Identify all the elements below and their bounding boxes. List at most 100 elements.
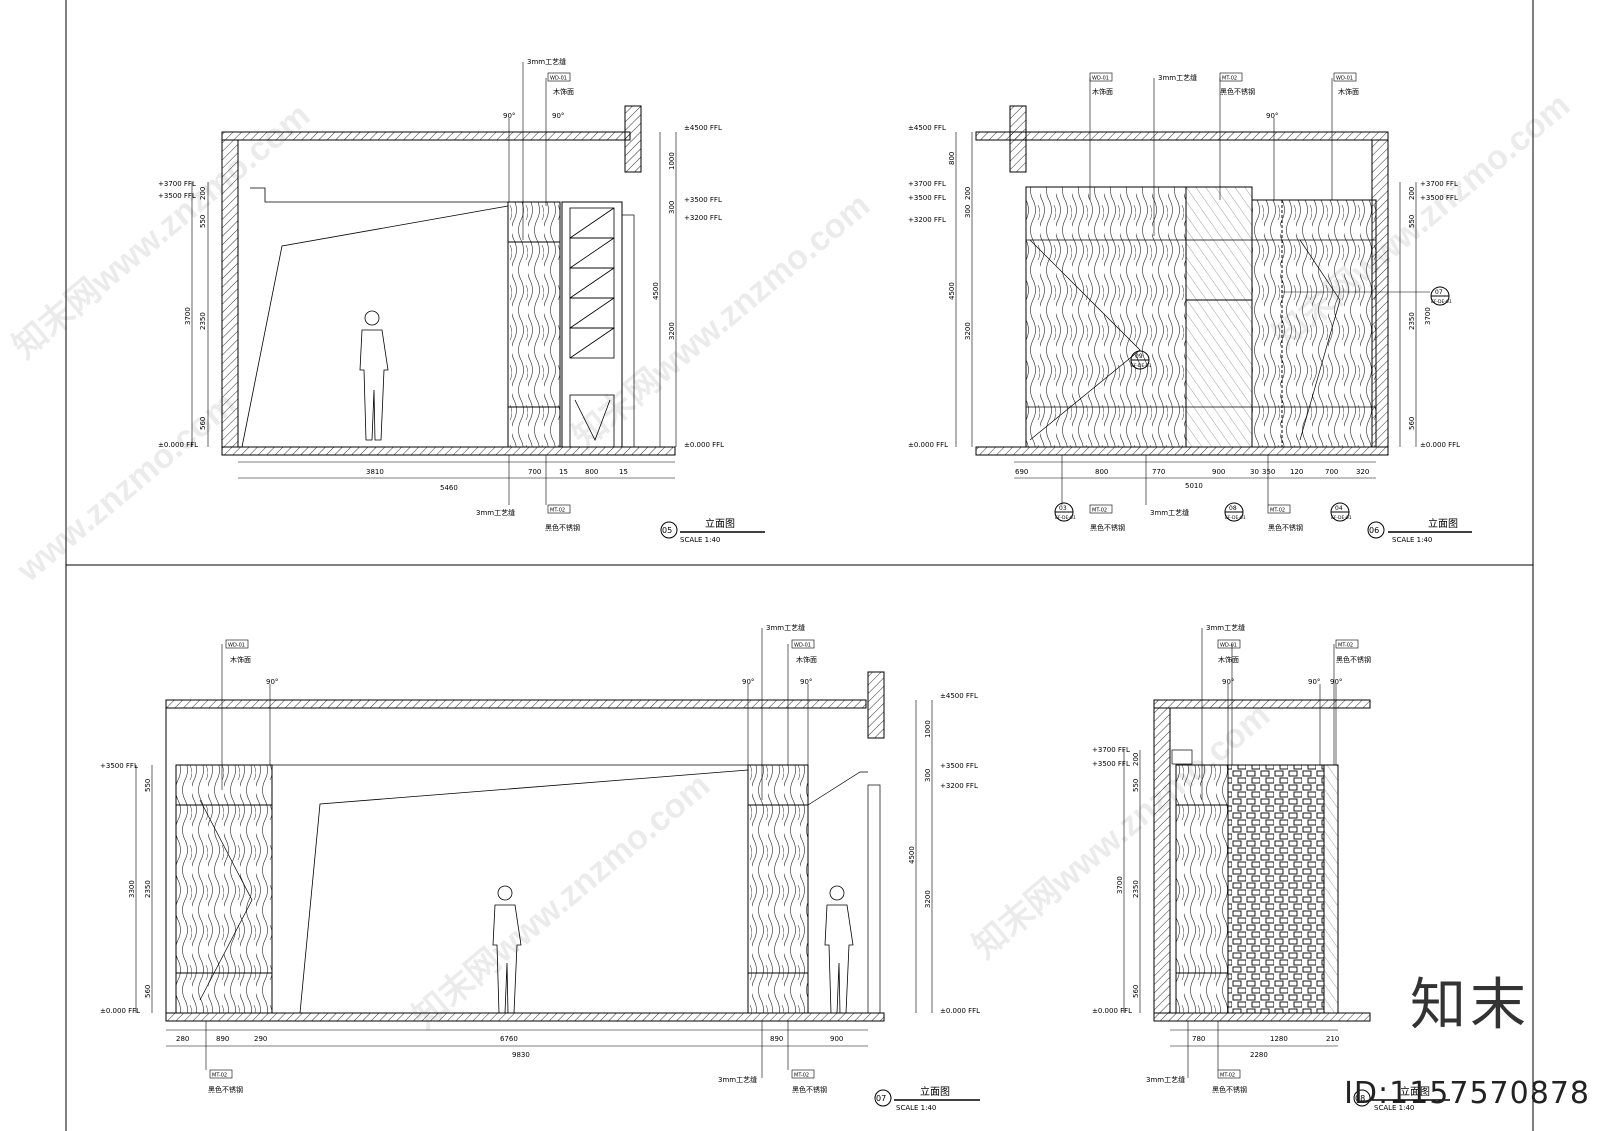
material-tag: 黑色不锈钢 <box>1336 655 1371 664</box>
material-tag: 3mm工艺缝 <box>476 508 515 517</box>
drawing-title: 立面图 <box>920 1085 950 1098</box>
dim-left: 3700 <box>184 307 192 325</box>
dim-right: 1000 <box>924 720 932 738</box>
ceiling-slab <box>221 131 631 141</box>
dim-left: 2350 <box>199 312 207 330</box>
section-mark-num: 09 <box>1135 353 1143 360</box>
material-code: WD-01 <box>794 643 811 649</box>
section-mark-num: 03 <box>1059 505 1067 512</box>
sheet-frame <box>65 0 1534 1131</box>
angle-label: 90° <box>1222 678 1234 686</box>
dim-bottom: 210 <box>1326 1035 1339 1043</box>
material-code: MT-02 <box>1222 76 1237 82</box>
section-mark <box>1130 350 1150 370</box>
material-tag: 木饰面 <box>1338 87 1359 96</box>
dim-right: 2350 <box>1408 312 1416 330</box>
level-label: +3500 FFL <box>158 192 196 200</box>
material-code: WD-01 <box>1092 76 1109 82</box>
level-label: +3700 FFL <box>158 180 196 188</box>
dim-left: 4500 <box>948 282 956 300</box>
dim-total: 2280 <box>1250 1051 1268 1059</box>
dim-bottom: 780 <box>1192 1035 1205 1043</box>
level-label: +3500 FFL <box>908 194 946 202</box>
level-label: ±0.000 FFL <box>940 1007 980 1015</box>
material-code: WD-01 <box>1220 643 1237 649</box>
angle-label: 90° <box>1266 112 1278 120</box>
shelves <box>569 207 615 448</box>
dim-right: 4500 <box>908 846 916 864</box>
material-tag: 3mm工艺缝 <box>1158 73 1197 82</box>
ceiling-slab <box>165 699 867 709</box>
wood-panel-left <box>175 764 273 1014</box>
material-tag: 黑色不锈钢 <box>1090 523 1125 532</box>
level-label: +3500 FFL <box>1092 760 1130 768</box>
dim-left: 800 <box>948 152 956 165</box>
material-tag: 黑色不锈钢 <box>545 523 580 532</box>
dim-left: 560 <box>144 985 152 998</box>
drawing-number: 05 <box>662 526 672 535</box>
dim-bottom: 6760 <box>500 1035 518 1043</box>
level-label: +3200 FFL <box>940 782 978 790</box>
dim-left: 550 <box>144 779 152 792</box>
dim-bottom: 690 <box>1015 468 1028 476</box>
dim-bottom: 280 <box>176 1035 189 1043</box>
angle-label: 90° <box>266 678 278 686</box>
angle-label: 90° <box>742 678 754 686</box>
drawing-number-circle <box>660 521 678 539</box>
brand-logo: 知末 <box>1410 973 1530 1038</box>
dim-right: 4500 <box>652 282 660 300</box>
level-label: +3200 FFL <box>684 214 722 222</box>
dim-left: 2350 <box>1132 880 1140 898</box>
elevation-05: 3810 700 15 800 15 5460 +3700 FFL +3500 … <box>158 57 765 544</box>
dim-right: 200 <box>1408 187 1416 200</box>
dim-bottom: 350 <box>1262 468 1275 476</box>
material-code: MT-02 <box>1092 508 1107 514</box>
dim-left: 2350 <box>144 880 152 898</box>
elevation-08: 780 1280 210 2280 +3700 FFL +3500 FFL ±0… <box>1092 623 1450 1112</box>
angle-label: 90° <box>552 112 564 120</box>
level-label: ±0.000 FFL <box>908 441 948 449</box>
stainless-panel <box>1185 186 1253 448</box>
section-mark <box>1224 502 1244 522</box>
sloped-feature <box>241 205 509 448</box>
dim-bottom: 15 <box>559 468 568 476</box>
level-label: +3500 FFL <box>1420 194 1458 202</box>
material-code: MT-02 <box>1270 508 1285 514</box>
material-tag: 木饰面 <box>1218 655 1239 664</box>
material-code: MT-02 <box>212 1073 227 1079</box>
wood-panel <box>507 201 561 448</box>
dim-left: 560 <box>199 417 207 430</box>
drawing-number-circle <box>1353 1089 1371 1107</box>
material-tag: 木饰面 <box>230 655 251 664</box>
dim-bottom: 900 <box>1212 468 1225 476</box>
dim-left: 200 <box>1132 753 1140 766</box>
level-label: ±0.000 FFL <box>1420 441 1460 449</box>
drawing-scale: SCALE 1:40 <box>1374 1104 1414 1112</box>
material-tag: 3mm工艺缝 <box>1150 508 1189 517</box>
material-tag: 黑色不锈钢 <box>1212 1085 1247 1094</box>
dim-total: 9830 <box>512 1051 530 1059</box>
material-tag: 黑色不锈钢 <box>792 1085 827 1094</box>
level-label: ±4500 FFL <box>908 124 946 132</box>
ceiling-edge <box>250 187 508 203</box>
material-tag: 3mm工艺缝 <box>1206 623 1245 632</box>
material-code: WD-01 <box>1336 76 1353 82</box>
dim-bottom: 800 <box>1095 468 1108 476</box>
dim-bottom: 890 <box>770 1035 783 1043</box>
section-mark-sheet: EF-DE-01 <box>1431 299 1452 305</box>
section-mark <box>1430 286 1450 306</box>
level-label: +3700 FFL <box>1092 746 1130 754</box>
material-tag: 3mm工艺缝 <box>718 1075 757 1084</box>
elevation-06: 690 800 770 900 30 350 120 700 320 5010 … <box>908 72 1472 544</box>
section-mark-num: 08 <box>1229 505 1237 512</box>
dim-right: 3200 <box>668 322 676 340</box>
dim-left: 3200 <box>964 322 972 340</box>
level-label: +3500 FFL <box>684 196 722 204</box>
dim-left: 560 <box>1132 985 1140 998</box>
angle-label: 90° <box>1308 678 1320 686</box>
drawing-number: 06 <box>1369 526 1379 535</box>
drawing-number-circle <box>1367 521 1385 539</box>
drawing-number-circle <box>874 1089 892 1107</box>
angle-label: 90° <box>1330 678 1342 686</box>
